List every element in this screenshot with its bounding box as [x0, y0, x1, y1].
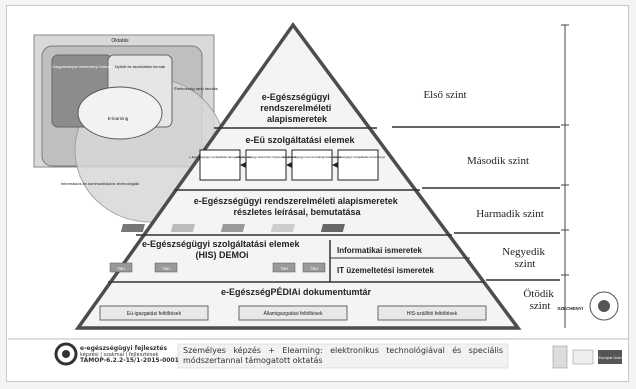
eu-flag-label: Európai Unió	[598, 355, 622, 360]
venn-c-label: Élethosszig tartó tanulás	[174, 86, 218, 91]
upload-box-2	[238, 305, 348, 321]
process-box-1-label: e-Egészségügyi szolgáltatás támogató ele…	[189, 155, 251, 159]
footer-logo-text: e-egészségügyi fejlesztés képzési | szak…	[80, 346, 179, 364]
footer-partner-logos: Európai Unió	[552, 345, 622, 369]
tbh-tag	[154, 262, 178, 273]
venn-elearning-label: E-learning	[108, 116, 129, 121]
level-indicators: Első szint Második szint Harmadik szint …	[392, 24, 569, 328]
venn-a-label: Hagyományos intézményi formák	[52, 64, 111, 69]
process-box-2-label: e-Egészségügyi ellenőrzés folyamatai ele…	[236, 155, 297, 159]
level-ticks	[561, 24, 569, 276]
level3-title: e-Egészségügyi rendszerelméleti alapisme…	[194, 196, 401, 217]
document-icon	[120, 224, 145, 232]
process-box-1	[199, 149, 241, 181]
tbh-tag	[272, 262, 296, 273]
level-label-5-line2: szint	[530, 300, 551, 312]
level1-title-line1: e-Egészségügyi	[262, 92, 330, 102]
level1-title: e-Egészségügyi rendszerelméleti alapisme…	[260, 92, 334, 124]
tbh-tag	[302, 262, 326, 273]
process-box-4	[337, 149, 379, 181]
footer-logo-title: e-egészségügyi fejlesztés	[80, 345, 168, 352]
arrow-icon	[240, 162, 246, 168]
document-icon	[270, 224, 295, 232]
level4-title-line1: e-Egészségügyi szolgáltatási elemek	[142, 239, 301, 249]
upload-box-2-label: Államigazgatási feltöltések	[264, 310, 323, 317]
level4-tags: TBH TBH TBH TBH	[109, 262, 326, 273]
level2-process-boxes: e-Egészségügyi szolgáltatás támogató ele…	[189, 149, 386, 181]
upload-box-1-label: Eü-igazgatási feltöltések	[127, 311, 182, 317]
coat-of-arms-icon	[552, 345, 568, 369]
footer-logo-line3: TÁMOP-6.2.2-15/1-2015-0001	[80, 357, 179, 364]
level4-title: e-Egészségügyi szolgáltatási elemek (HIS…	[142, 239, 302, 260]
logo-ring-icon	[54, 342, 78, 366]
szechenyi-badge: SZÉCHENYI	[557, 291, 619, 321]
arrow-icon	[286, 162, 292, 168]
tbh-tag-label: TBH	[310, 266, 318, 271]
gov-logo-icon	[572, 349, 594, 365]
level-label-4-line1: Negyedik	[502, 246, 545, 258]
upload-box-3-label: HIS-szállítói feltöltések	[407, 311, 458, 317]
venn-outer-label: Oktatás	[111, 38, 129, 44]
process-box-4-label: e-Egészségügyi szolgáltatás lehetőségei	[331, 155, 386, 159]
level-label-1: Első szint	[423, 89, 466, 101]
level2-title: e-Eü szolgáltatási elemek	[245, 135, 355, 145]
level3-title-line2: részletes leírásai, bemutatása	[233, 207, 361, 217]
arrow-icon	[332, 162, 338, 168]
level5-boxes: Eü-igazgatási feltöltések Államigazgatás…	[99, 305, 487, 321]
footer-logo-line2: képzési | szakmai | fejlesztések	[80, 352, 159, 358]
level5-title: e-EgészségPÉDIAi dokumentumtár	[221, 287, 372, 297]
tbh-tag-label: TBH	[162, 266, 170, 271]
venn-b-label: Nyitott és távoktatási formák	[115, 64, 165, 69]
level-label-4: Negyedik szint	[502, 246, 548, 270]
upload-box-1	[99, 305, 209, 321]
eu-flag-icon	[598, 350, 622, 364]
level4-title-line2: (HIS) DEMOi	[196, 250, 249, 260]
footer-text-box	[177, 343, 509, 369]
document-icon	[220, 224, 245, 232]
process-box-3-label: e-Egészségügyi ismeret feldolgozási elem…	[282, 155, 342, 159]
level-label-2: Második szint	[467, 155, 529, 167]
upload-box-3	[377, 305, 487, 321]
level4-right-a: Informatikai ismeretek	[337, 246, 422, 255]
logo-dot-icon	[62, 350, 70, 358]
venn-elearning-ellipse	[77, 86, 163, 140]
tbh-tag-label: TBH	[117, 266, 125, 271]
level-label-3: Harmadik szint	[476, 208, 544, 220]
level1-title-line2: rendszerelméleti	[260, 103, 331, 113]
footer-description: Személyes képzés + Elearning: elektronik…	[183, 346, 503, 365]
tbh-tag	[109, 262, 133, 273]
pyramid: e-Egészségügyi rendszerelméleti alapisme…	[74, 22, 522, 330]
footer-logo	[54, 342, 78, 366]
level4-right-b: IT üzemeltetési ismeretek	[337, 266, 434, 275]
tbh-tag-label: TBH	[280, 266, 288, 271]
szechenyi-logo-icon	[598, 300, 610, 312]
level1-title-line3: alapismeretek	[267, 114, 328, 124]
venn-d-label: Információs és kommunikációs technológiá…	[61, 181, 139, 186]
document-icon	[320, 224, 345, 232]
level-label-5-line1: Ötödik	[523, 288, 554, 300]
level3-title-line1: e-Egészségügyi rendszerelméleti alapisme…	[194, 196, 399, 206]
szechenyi-label: SZÉCHENYI	[557, 304, 583, 311]
level-label-4-line2: szint	[515, 258, 536, 270]
document-icon	[170, 224, 195, 232]
level3-document-icons	[120, 224, 345, 232]
level-label-5: Ötödik szint	[523, 288, 556, 312]
